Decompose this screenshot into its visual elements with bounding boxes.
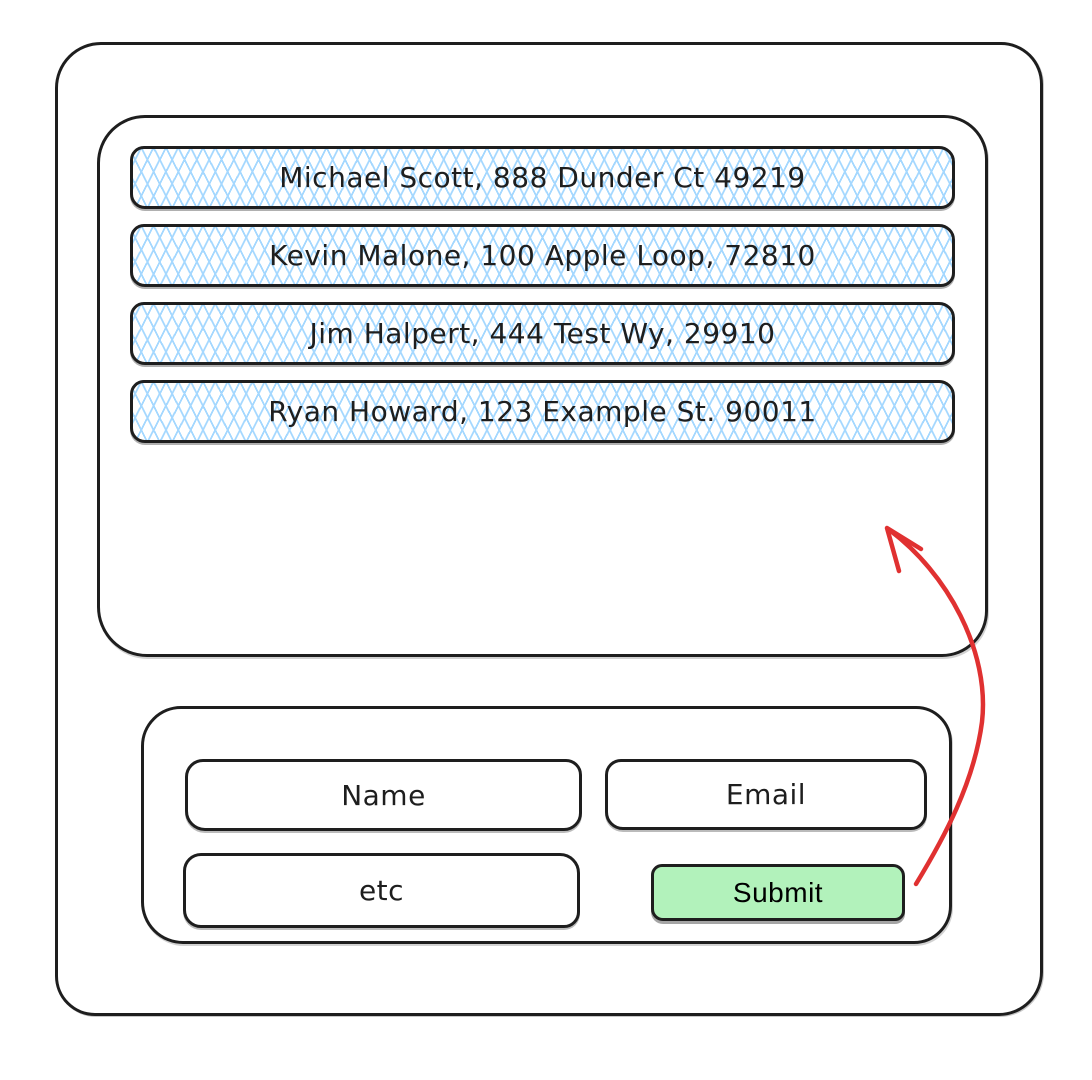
app-frame bbox=[55, 42, 1043, 1016]
list-item[interactable]: Kevin Malone, 100 Apple Loop, 72810 bbox=[130, 224, 955, 287]
form-panel: Name Email etc Submit bbox=[141, 706, 952, 944]
submit-button[interactable]: Submit bbox=[651, 864, 905, 921]
list-item[interactable]: Ryan Howard, 123 Example St. 90011 bbox=[130, 380, 955, 443]
list-panel: Michael Scott, 888 Dunder Ct 49219 Kevin… bbox=[97, 115, 988, 657]
email-field[interactable]: Email bbox=[605, 759, 927, 830]
list-item[interactable]: Michael Scott, 888 Dunder Ct 49219 bbox=[130, 146, 955, 209]
name-field[interactable]: Name bbox=[185, 759, 582, 831]
etc-field[interactable]: etc bbox=[183, 853, 580, 928]
list-item[interactable]: Jim Halpert, 444 Test Wy, 29910 bbox=[130, 302, 955, 365]
